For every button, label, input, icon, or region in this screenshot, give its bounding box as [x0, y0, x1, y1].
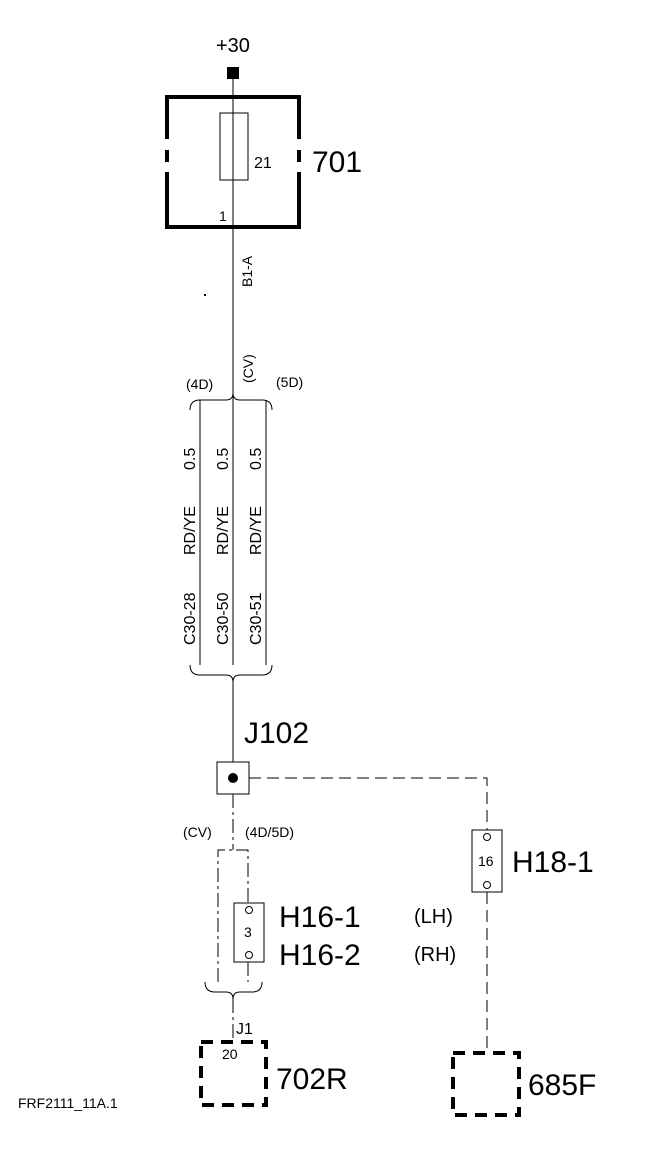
h16-pin-number: 3: [244, 924, 252, 940]
h16-pin-bottom: [245, 951, 253, 959]
fuse-box-701: [165, 95, 301, 229]
supply-terminal: [227, 67, 239, 79]
junction-dot: [228, 773, 238, 783]
wire3-size: 0.5: [248, 448, 265, 470]
lower-brace: [189, 664, 273, 683]
branch-label-4d5d: (4D/5D): [245, 824, 294, 840]
branch-label-cv: (CV): [183, 824, 212, 840]
module-685f: [451, 1051, 521, 1117]
h16-2-id: H16-2: [279, 939, 361, 972]
bottom-brace: [204, 981, 263, 1000]
fuse-number: 21: [254, 155, 272, 172]
variant-5d: (5D): [276, 374, 303, 390]
fuse-21: [219, 112, 249, 181]
variant-outline: [217, 849, 249, 982]
h18-pin-top: [483, 833, 491, 841]
upper-brace: [189, 392, 273, 411]
wire3-code: C30-51: [248, 592, 265, 645]
module-685f-id: 685F: [528, 1069, 596, 1102]
wire1-size: 0.5: [182, 448, 199, 470]
h16-side-lh: (LH): [414, 906, 453, 928]
fuse-pin: 1: [219, 208, 227, 224]
h18-pin-bottom: [483, 881, 491, 889]
h18-pin-number: 16: [478, 853, 494, 869]
h16-1-id: H16-1: [279, 901, 361, 934]
wire3-color: RD/YE: [248, 506, 265, 555]
module-702r-connector: J1: [236, 1021, 253, 1038]
h16-side-rh: (RH): [414, 944, 456, 966]
variant-4d: (4D): [186, 376, 213, 392]
branch-wire-685f: [249, 777, 488, 830]
figure-reference: FRF2111_11A.1: [18, 1095, 118, 1111]
wire1-color: RD/YE: [182, 506, 199, 555]
variant-cv: (CV): [240, 354, 256, 383]
h18-id: H18-1: [512, 846, 594, 879]
module-702r-pin: 20: [222, 1046, 238, 1062]
h16-pin-top: [245, 906, 253, 914]
fuse-box-id: 701: [312, 146, 362, 179]
module-702r-id: 702R: [276, 1063, 348, 1096]
junction-id: J102: [244, 717, 309, 750]
wire1-code: C30-28: [182, 592, 199, 645]
supply-label: +30: [216, 35, 250, 57]
module-702r: [199, 1040, 268, 1107]
connector-b1a: B1-A: [239, 255, 255, 287]
wire2-code: C30-50: [215, 592, 232, 645]
wire2-size: 0.5: [215, 448, 232, 470]
wire2-color: RD/YE: [215, 506, 232, 555]
stray-dot: [204, 294, 206, 296]
